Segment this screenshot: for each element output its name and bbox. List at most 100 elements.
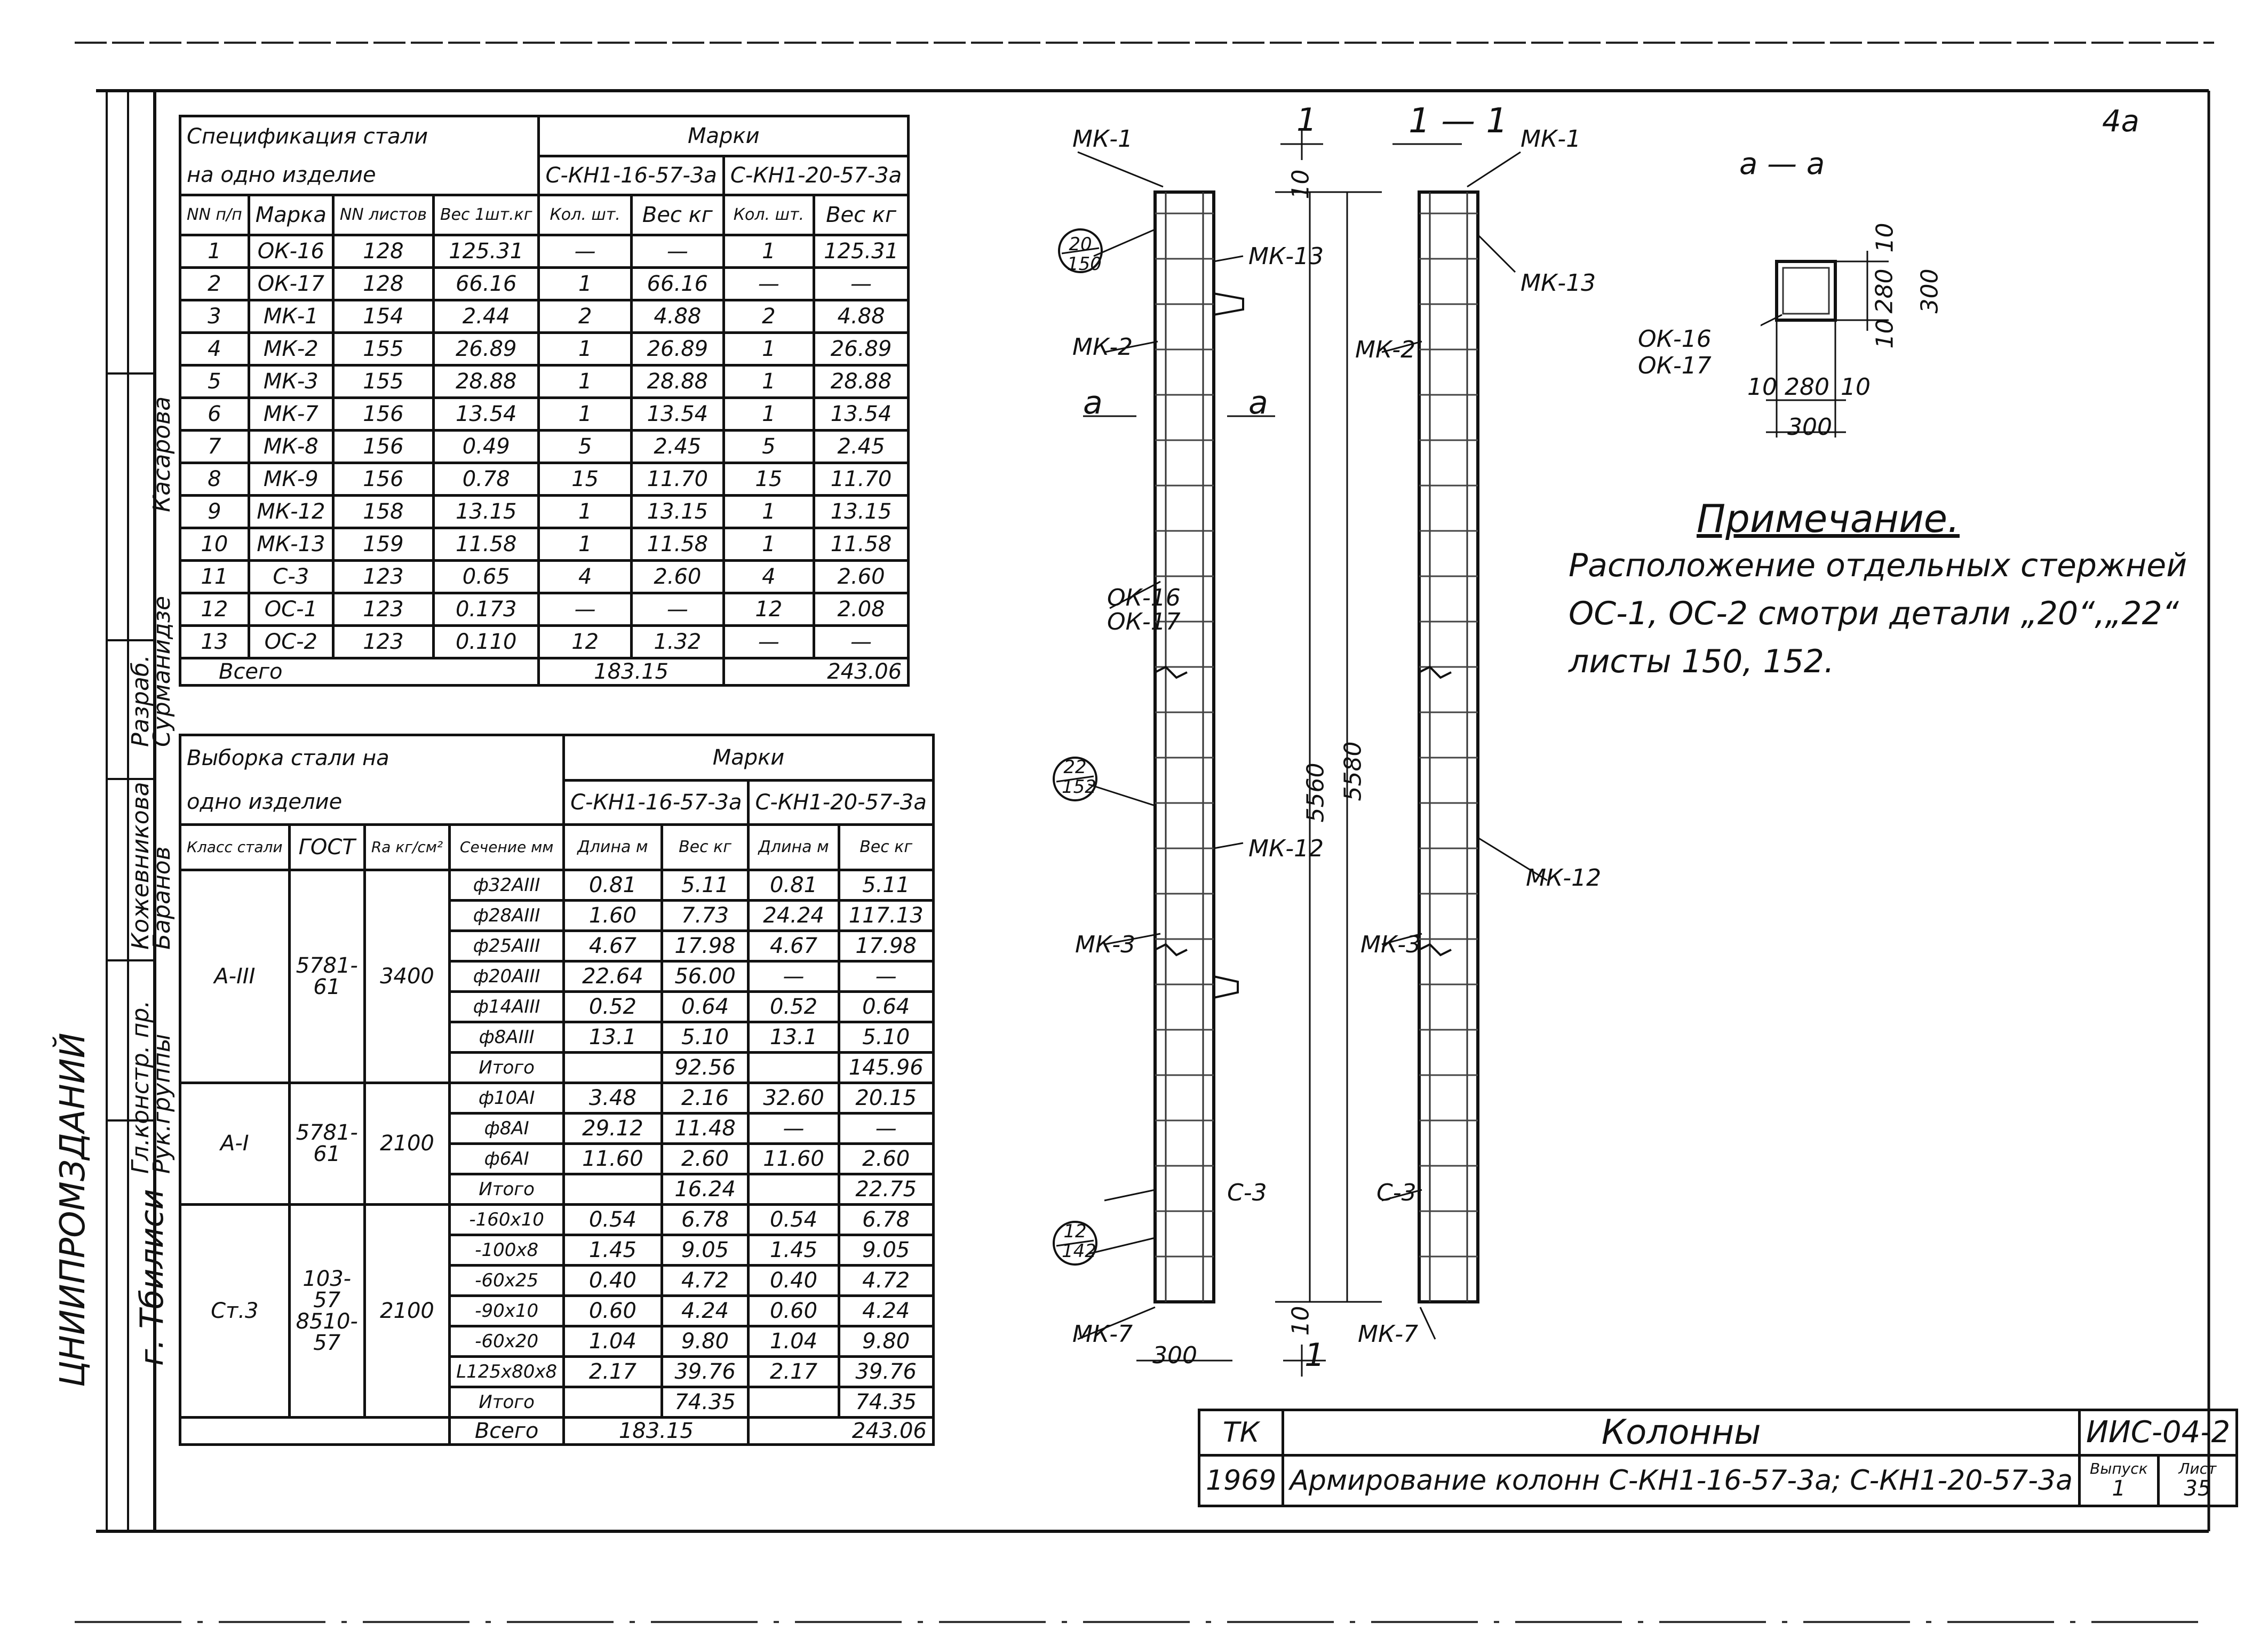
- spec-cell: 66.16: [432, 266, 540, 301]
- selection-cell: 9.05: [837, 1233, 935, 1267]
- spec-cell: 28.88: [630, 363, 725, 399]
- spec-cell: 26.89: [812, 331, 910, 367]
- selection-group-gost: 103-57 8510-57: [288, 1203, 366, 1419]
- stamp-name-4: Сурманидзе: [148, 596, 176, 747]
- spec-cell: 128: [331, 233, 435, 269]
- selection-cell: 20.15: [837, 1081, 935, 1115]
- selection-cell: ф25АIII: [448, 929, 566, 963]
- spec-cell: —: [537, 591, 633, 627]
- selection-cell: 1.60: [562, 898, 663, 932]
- selection-cell: 0.81: [562, 868, 663, 902]
- spec-cell: 66.16: [630, 266, 725, 301]
- selection-cell: 13.1: [747, 1020, 840, 1054]
- selection-cell: 6.78: [837, 1203, 935, 1236]
- spec-cell: 2: [722, 298, 815, 334]
- selection-cell: ф28АIII: [448, 898, 566, 932]
- selection-cell: ф10АI: [448, 1081, 566, 1115]
- label-mk2-left: МК-2: [1072, 333, 1133, 361]
- dimension-lines: [1083, 128, 1462, 1377]
- spec-cell: МК-9: [247, 461, 335, 497]
- spec-cell: 13.15: [630, 494, 725, 529]
- selection-cell: 0.52: [747, 990, 840, 1023]
- spec-cell: 12: [537, 624, 633, 659]
- spec-cell: 4: [179, 331, 250, 367]
- spec-cell: МК-2: [247, 331, 335, 367]
- tb-issue-label: Выпуск: [2090, 1459, 2148, 1477]
- spec-cell: ОС-2: [247, 624, 335, 659]
- spec-col-sheet: NN листов: [331, 193, 435, 236]
- aa-dim-10-top: 10: [1871, 222, 1899, 253]
- selection-cell: ф6АI: [448, 1142, 566, 1175]
- selection-cell: 39.76: [660, 1355, 750, 1388]
- sel-col-class: Класс стали: [179, 823, 291, 871]
- selection-cell: 11.48: [660, 1111, 750, 1145]
- selection-cell: 0.60: [747, 1294, 840, 1327]
- column-section: [1418, 190, 1479, 1303]
- selection-cell: 9.05: [660, 1233, 750, 1267]
- sheet-number: 4а: [2102, 104, 2139, 139]
- spec-table: Спецификация стали Марки на одно изделие…: [178, 115, 910, 687]
- bubble-2-text: 22 152: [1062, 757, 1096, 798]
- spec-cell: ОС-1: [247, 591, 335, 627]
- selection-cell: 1.45: [562, 1233, 663, 1267]
- spec-cell: 4: [537, 559, 633, 594]
- selection-cell: 0.60: [562, 1294, 663, 1327]
- detail-bubble-2: [1053, 757, 1097, 801]
- selection-cell: -60x20: [448, 1324, 566, 1358]
- spec-cell: —: [537, 233, 633, 269]
- label-mk1-right: МК-1: [1521, 125, 1581, 153]
- tb-year: 1969: [1197, 1454, 1285, 1507]
- spec-cell: 123: [331, 559, 435, 594]
- sel-col-gost: ГОСТ: [288, 823, 366, 871]
- spec-cell: 2.45: [812, 428, 910, 464]
- spec-cell: МК-12: [247, 494, 335, 529]
- spec-cell: 0.65: [432, 559, 540, 594]
- selection-cell: 2.16: [660, 1081, 750, 1115]
- selection-group-gost: 5781-61: [288, 1081, 366, 1206]
- selection-cell: 5.11: [660, 868, 750, 902]
- selection-cell: 24.24: [747, 898, 840, 932]
- note-line-2: ОС-1, ОС-2 смотри детали „20“,„22“: [1569, 595, 2179, 632]
- label-mk7-right: МК-7: [1358, 1321, 1419, 1348]
- selection-cell: 1.04: [747, 1324, 840, 1358]
- selection-cell: 13.1: [562, 1020, 663, 1054]
- aa-label-ok16: ОК-16: [1638, 325, 1712, 353]
- spec-cell: 1: [722, 233, 815, 269]
- spec-cell: 1.32: [630, 624, 725, 659]
- spec-cell: 0.49: [432, 428, 540, 464]
- spec-cell: 2.60: [812, 559, 910, 594]
- spec-cell: 155: [331, 331, 435, 367]
- selection-cell: 0.81: [747, 868, 840, 902]
- stamp-city: г. Тбилиси: [133, 1189, 171, 1366]
- spec-cell: С-3: [247, 559, 335, 594]
- spec-total-b: 243.06: [722, 656, 910, 687]
- spec-cell: 11.58: [812, 526, 910, 562]
- spec-cell: 15: [537, 461, 633, 497]
- sel-col-w-a: Вес кг: [660, 823, 750, 871]
- sel-col-section: Сечение мм: [448, 823, 566, 871]
- selection-cell: 5.11: [837, 868, 935, 902]
- spec-col-qty-a: Кол. шт.: [537, 193, 633, 236]
- selection-cell: 4.24: [837, 1294, 935, 1327]
- spec-col-weight: Вес 1шт.кг: [432, 193, 540, 236]
- spec-cell: 5: [722, 428, 815, 464]
- aa-dim-300-h: 300: [1787, 414, 1832, 441]
- spec-cell: МК-13: [247, 526, 335, 562]
- spec-cell: 11.70: [812, 461, 910, 497]
- spec-cell: 8: [179, 461, 250, 497]
- selection-cell: ф8АI: [448, 1111, 566, 1145]
- spec-total-a: 183.15: [537, 656, 725, 687]
- spec-cell: —: [812, 624, 910, 659]
- stamp-role: Рук.группы: [148, 1033, 176, 1174]
- selection-cell: [747, 1385, 840, 1419]
- spec-cell: 4.88: [812, 298, 910, 334]
